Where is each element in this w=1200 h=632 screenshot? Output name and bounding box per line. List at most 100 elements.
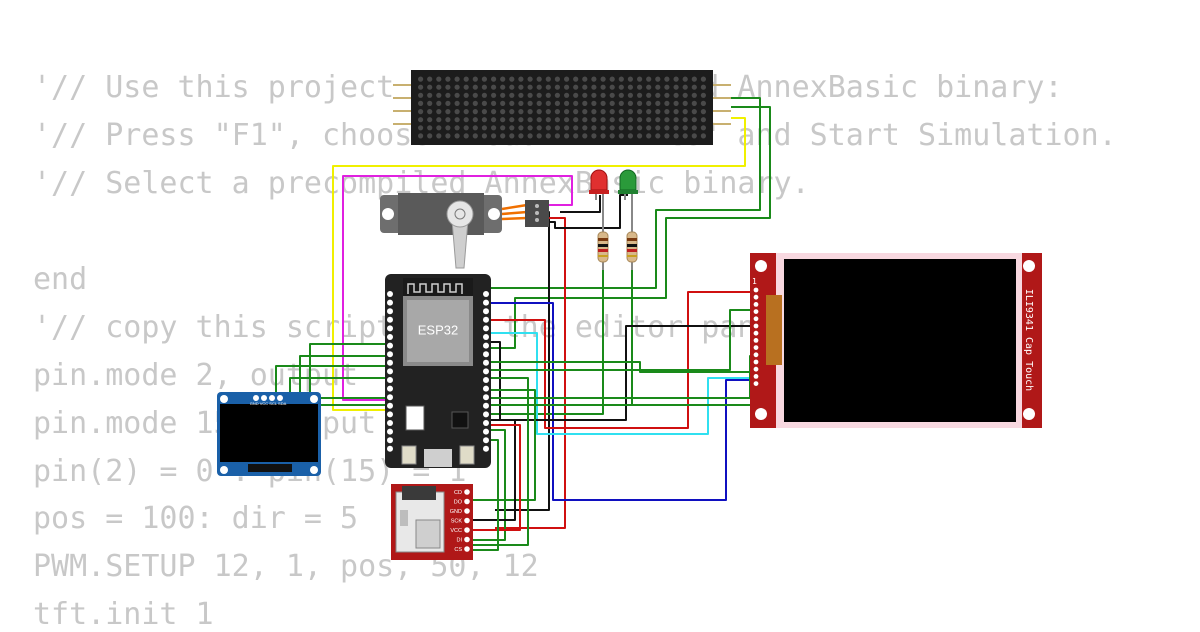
matrix-led-dot — [655, 76, 661, 82]
oled-display[interactable]: GND VCC SCL SDA — [217, 392, 321, 476]
matrix-led-dot — [554, 109, 561, 115]
matrix-led-dot — [627, 133, 634, 139]
matrix-led-dot — [627, 117, 634, 123]
matrix-led-dot — [637, 76, 643, 82]
matrix-led-dot — [573, 117, 579, 123]
esp32-pin — [483, 420, 489, 426]
matrix-led-dot — [691, 117, 697, 123]
matrix-led-dot — [655, 100, 661, 106]
matrix-led-dot — [673, 125, 679, 131]
esp32-pin — [483, 445, 489, 452]
matrix-led-dot — [491, 109, 497, 115]
esp32-pins — [387, 291, 489, 452]
matrix-led-dot — [664, 76, 670, 82]
matrix-led-dot — [527, 109, 533, 115]
matrix-led-dot — [637, 133, 643, 139]
matrix-led-dot — [600, 133, 606, 139]
matrix-led-dot — [481, 76, 487, 82]
tft-display[interactable]: 1 ILI9341 Cap Touch — [750, 253, 1042, 428]
wire-green — [490, 309, 756, 371]
sd-card-pin-label: DO — [454, 500, 463, 506]
matrix-led-dot — [527, 76, 533, 82]
tft-pin — [753, 302, 759, 307]
servo-cable — [501, 203, 528, 221]
matrix-led-dot — [536, 133, 542, 139]
resistor[interactable] — [626, 225, 638, 270]
matrix-led-dot — [564, 109, 570, 115]
code-line: '// Press "F1", choose "Load HEX File" a… — [33, 118, 1117, 153]
matrix-led-dot — [564, 125, 570, 131]
matrix-led-dot — [609, 100, 615, 106]
matrix-led-dot — [454, 109, 460, 115]
esp32-pin — [387, 437, 393, 444]
esp32-pin — [387, 394, 393, 401]
esp32-pin — [483, 368, 489, 375]
matrix-led-dot — [481, 117, 487, 123]
esp32-pin — [483, 316, 489, 323]
matrix-led-dot — [518, 125, 524, 131]
matrix-led-dot — [545, 109, 551, 115]
matrix-led-dot — [564, 100, 570, 106]
servo-mount-hole — [488, 208, 500, 220]
matrix-led-dot — [500, 109, 506, 115]
matrix-led-dot — [436, 100, 442, 106]
led-red[interactable] — [589, 169, 609, 230]
matrix-led-dot — [500, 125, 506, 131]
matrix-led-dot — [472, 84, 478, 90]
matrix-led-dot — [491, 133, 497, 139]
matrix-led-dot — [481, 84, 487, 90]
reset-button[interactable] — [459, 445, 475, 465]
matrix-led-dot — [481, 109, 487, 115]
matrix-led-dot — [427, 76, 433, 82]
matrix-led-dot — [481, 92, 487, 98]
matrix-led-dot — [509, 117, 515, 123]
matrix-led-dot — [418, 133, 424, 139]
matrix-led-dot — [472, 125, 478, 131]
esp32-pin — [387, 445, 393, 452]
wire-black — [560, 195, 601, 213]
code-line: tft.init 1 — [33, 597, 214, 632]
boot-button[interactable] — [401, 445, 417, 465]
tft-flex — [766, 295, 782, 365]
matrix-led-dot — [545, 117, 551, 123]
matrix-led-dot — [509, 125, 515, 131]
matrix-led-dot — [518, 84, 524, 90]
matrix-led-dot — [582, 109, 588, 115]
matrix-led-dot — [427, 100, 433, 106]
matrix-led-dot — [655, 117, 661, 123]
matrix-led-dot — [600, 92, 606, 98]
matrix-led-dot — [454, 117, 460, 123]
matrix-led-dot — [445, 92, 451, 98]
matrix-led-dot — [518, 76, 524, 82]
matrix-led-dot — [472, 117, 478, 123]
tft-pin — [753, 366, 759, 372]
matrix-led-dot — [445, 76, 451, 82]
matrix-led-dot — [700, 92, 707, 98]
tft-pin — [753, 316, 759, 322]
matrix-led-dot — [609, 125, 615, 131]
wire-black — [470, 419, 516, 521]
matrix-led-dot — [545, 76, 551, 82]
matrix-led-dot — [454, 84, 460, 90]
esp32-pin — [387, 420, 393, 426]
matrix-led-dot — [564, 92, 570, 98]
led-green[interactable] — [618, 169, 638, 230]
resistor[interactable] — [597, 225, 609, 270]
matrix-led-dot — [564, 76, 570, 82]
matrix-led-dot — [418, 76, 424, 82]
esp32-pin — [483, 334, 489, 340]
esp32-pin — [387, 411, 393, 418]
esp32-label: ESP32 — [418, 322, 458, 337]
matrix-led-dot — [646, 92, 652, 98]
matrix-led-dot — [500, 117, 506, 123]
tft-pin — [753, 374, 759, 379]
servo-motor[interactable] — [380, 193, 549, 269]
sd-card-pin-label: VCC — [450, 528, 462, 534]
esp32-usb-chip — [451, 411, 469, 429]
led-matrix[interactable] — [393, 70, 731, 145]
esp32-board[interactable]: ESP32 — [385, 274, 491, 468]
matrix-led-dot — [591, 76, 597, 82]
matrix-led-dot — [527, 117, 533, 123]
matrix-led-dot — [582, 92, 588, 98]
